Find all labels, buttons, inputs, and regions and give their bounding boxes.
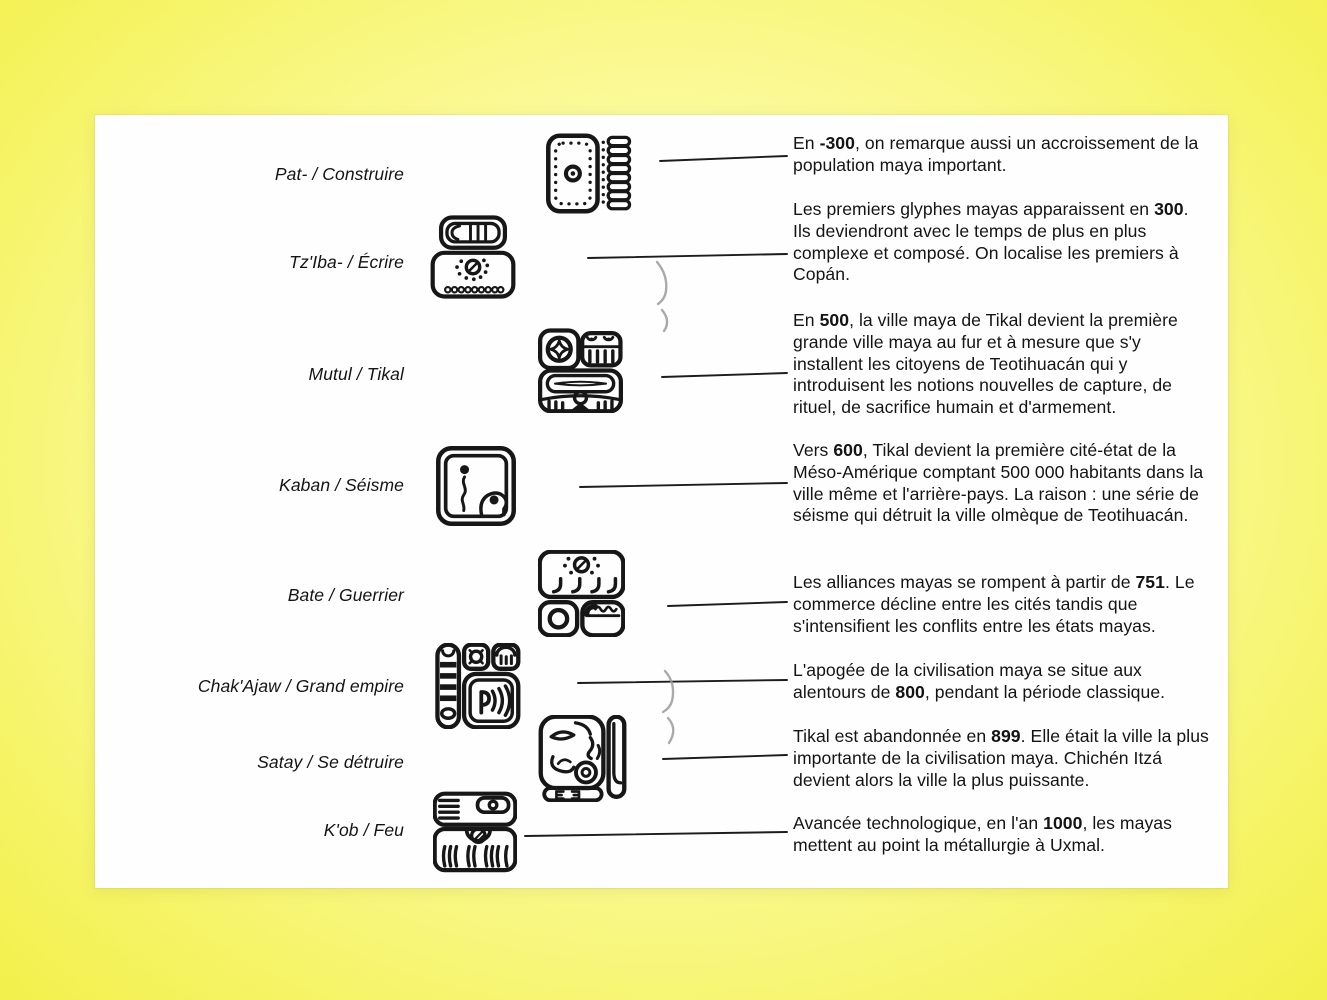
timeline-paragraph-751: Les alliances mayas se rompent à partir … bbox=[793, 572, 1195, 636]
glyph-label-satay: Satay / Se détruire bbox=[257, 752, 404, 772]
mutul-tikal-glyph-icon bbox=[538, 328, 623, 413]
glyph-chakajaw bbox=[433, 643, 521, 729]
glyph-kaban bbox=[434, 445, 518, 527]
timeline-paragraph-899: Tikal est abandonnée en 899. Elle était … bbox=[793, 726, 1209, 790]
timeline-paragraph-300bc: En -300, on remarque aussi un accroissem… bbox=[793, 133, 1199, 175]
glyph-kob bbox=[433, 788, 517, 875]
timeline-paragraph-300: Les premiers glyphes mayas apparaissent … bbox=[793, 199, 1189, 285]
glyph-satay bbox=[537, 715, 628, 802]
glyph-label-bate: Bate / Guerrier bbox=[287, 585, 404, 605]
squiggle-mark-icon bbox=[660, 308, 669, 333]
kaban-seisme-glyph-icon bbox=[436, 446, 516, 526]
glyph-label-kaban: Kaban / Séisme bbox=[279, 475, 404, 495]
squiggle-mark-icon bbox=[655, 260, 668, 306]
glyph-mutul bbox=[538, 328, 623, 413]
glyph-label-mutul: Mutul / Tikal bbox=[308, 364, 404, 384]
satay-se-detruire-glyph-icon bbox=[538, 715, 627, 802]
glyph-label-kob: K'ob / Feu bbox=[323, 820, 404, 840]
timeline-paragraph-1000: Avancée technologique, en l'an 1000, les… bbox=[793, 813, 1172, 855]
timeline-paragraph-800: L'apogée de la civilisation maya se situ… bbox=[793, 660, 1166, 702]
timeline-paragraph-500: En 500, la ville maya de Tikal devient l… bbox=[793, 310, 1178, 418]
timeline-paragraph-600: Vers 600, Tikal devient la première cité… bbox=[793, 440, 1204, 526]
infographic-card: Pat- / Construire Tz'Iba- / Écrire Mutul… bbox=[95, 115, 1228, 888]
chakajaw-grand-empire-glyph-icon bbox=[435, 643, 521, 729]
glyph-label-tziba: Tz'Iba- / Écrire bbox=[289, 252, 404, 272]
squiggle-mark-icon bbox=[666, 716, 675, 745]
glyph-tziba bbox=[429, 215, 517, 299]
bate-guerrier-glyph-icon bbox=[538, 550, 625, 637]
glyph-label-pat: Pat- / Construire bbox=[274, 164, 404, 184]
pat-construire-glyph-icon bbox=[546, 133, 632, 214]
glyph-pat bbox=[545, 130, 632, 217]
kob-feu-glyph-icon bbox=[433, 791, 517, 873]
glyph-bate bbox=[538, 550, 625, 637]
squiggle-mark-icon bbox=[661, 669, 675, 714]
glyph-label-chakajaw: Chak'Ajaw / Grand empire bbox=[197, 676, 404, 696]
tziba-ecrire-glyph-icon bbox=[430, 215, 516, 299]
